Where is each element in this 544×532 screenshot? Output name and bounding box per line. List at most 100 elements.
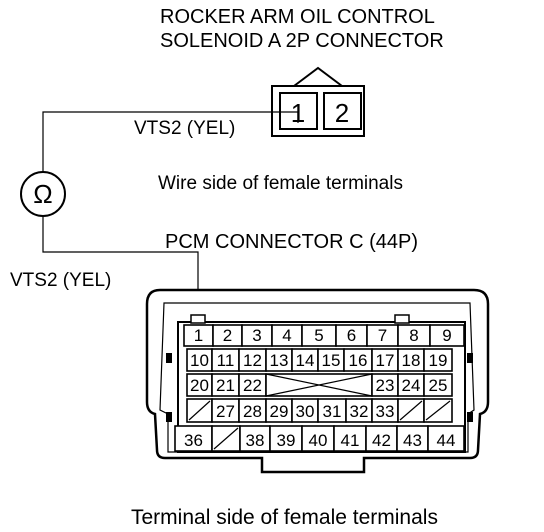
pcm-terminal-8[interactable]: 8 (397, 324, 431, 347)
pcm-terminal-30[interactable]: 30 (291, 398, 319, 423)
pcm-terminal-19[interactable]: 19 (423, 348, 453, 372)
pcm-terminal-39[interactable]: 39 (269, 425, 303, 452)
solenoid-connector-title-line1: ROCKER ARM OIL CONTROL (160, 6, 435, 28)
pcm-terminal-38[interactable]: 38 (239, 425, 271, 452)
pcm-terminal-label: 43 (403, 431, 422, 450)
pcm-blank-cell-r4c1 (186, 398, 213, 423)
guide-key-right-1 (467, 353, 473, 363)
pcm-terminal-label: 42 (372, 431, 391, 450)
pcm-terminal-label: 14 (296, 351, 315, 370)
pcm-terminal-label: 13 (270, 351, 289, 370)
solenoid-pin-2: 2 (335, 98, 349, 128)
pcm-terminal-10[interactable]: 10 (186, 348, 213, 372)
pcm-terminal-14[interactable]: 14 (291, 348, 319, 372)
solenoid-connector-title-line2: SOLENOID A 2P CONNECTOR (160, 30, 444, 52)
pcm-terminal-15[interactable]: 15 (317, 348, 345, 372)
pcm-terminal-4[interactable]: 4 (271, 324, 303, 347)
pcm-terminal-24[interactable]: 24 (397, 373, 425, 397)
pcm-blank-cell-r4c9 (397, 398, 425, 423)
ohm-symbol: Ω (33, 179, 52, 209)
pcm-terminal-22[interactable]: 22 (238, 373, 267, 397)
pcm-terminal-label: 16 (349, 351, 368, 370)
pcm-terminal-6[interactable]: 6 (335, 324, 368, 347)
pcm-terminal-3[interactable]: 3 (241, 324, 273, 347)
pcm-terminal-label: 39 (277, 431, 296, 450)
pcm-terminal-label: 29 (270, 402, 289, 421)
pcm-view-caption: Terminal side of female terminals (131, 506, 438, 529)
pcm-terminal-42[interactable]: 42 (365, 425, 398, 452)
guide-key-left-1 (166, 353, 172, 363)
lead-to-pcm-pin-1 (42, 216, 199, 318)
solenoid-connector: 1 2 (271, 66, 365, 137)
guide-key-right-2 (467, 412, 473, 422)
pcm-terminal-label: 19 (429, 351, 448, 370)
pcm-blank-cell-r3c4 (265, 373, 373, 397)
pcm-terminal-label: 30 (296, 402, 315, 421)
pcm-terminal-label: 41 (341, 431, 360, 450)
pcm-terminal-20[interactable]: 20 (186, 373, 213, 397)
pcm-terminal-43[interactable]: 43 (396, 425, 429, 452)
pcm-terminal-41[interactable]: 41 (333, 425, 367, 452)
pcm-terminal-18[interactable]: 18 (397, 348, 425, 372)
pcm-terminal-1[interactable]: 1 (183, 324, 214, 347)
pcm-terminal-label: 20 (190, 376, 209, 395)
pcm-terminal-label: 27 (216, 402, 235, 421)
cell-outline (423, 348, 453, 372)
pcm-terminal-2[interactable]: 2 (212, 324, 243, 347)
blank-cell-x-line (265, 373, 373, 397)
pcm-wire-label: VTS2 (YEL) (10, 270, 112, 291)
pcm-terminal-7[interactable]: 7 (366, 324, 399, 347)
pcm-terminal-17[interactable]: 17 (371, 348, 399, 372)
cell-outline (429, 324, 465, 347)
blank-cell-slash (399, 400, 423, 421)
blank-cell-slash (188, 400, 211, 421)
pcm-terminal-label: 18 (402, 351, 421, 370)
cell-outline (423, 373, 453, 397)
pcm-terminal-16[interactable]: 16 (343, 348, 373, 372)
pcm-terminal-28[interactable]: 28 (238, 398, 267, 423)
pcm-terminal-label: 2 (223, 326, 232, 345)
pcm-terminal-29[interactable]: 29 (265, 398, 293, 423)
cell-outline (427, 425, 465, 452)
pcm-terminal-44[interactable]: 44 (427, 425, 465, 452)
pcm-terminal-13[interactable]: 13 (265, 348, 293, 372)
pcm-blank-cell-r5c2 (211, 425, 241, 452)
pcm-terminal-33[interactable]: 33 (371, 398, 399, 423)
pcm-terminal-9[interactable]: 9 (429, 324, 465, 347)
solenoid-pin-2-cell[interactable] (323, 92, 362, 130)
test-leads (42, 111, 299, 318)
pcm-terminal-32[interactable]: 32 (345, 398, 373, 423)
pcm-terminal-label: 21 (216, 376, 235, 395)
pcm-terminal-11[interactable]: 11 (211, 348, 240, 372)
pcm-terminal-label: 23 (376, 376, 395, 395)
pcm-terminal-5[interactable]: 5 (301, 324, 337, 347)
pcm-terminal-36[interactable]: 36 (174, 425, 213, 452)
pcm-terminal-label: 15 (322, 351, 341, 370)
pcm-terminal-label: 32 (350, 402, 369, 421)
pcm-terminal-40[interactable]: 40 (301, 425, 335, 452)
lead-to-solenoid-pin-1 (42, 111, 299, 172)
pcm-terminal-label: 10 (190, 351, 209, 370)
pcm-terminal-27[interactable]: 27 (211, 398, 240, 423)
pcm-terminal-label: 8 (409, 326, 418, 345)
pcm-terminal-label: 3 (252, 326, 261, 345)
ohmmeter: Ω (20, 171, 66, 217)
pcm-terminal-label: 7 (378, 326, 387, 345)
pcm-terminal-label: 44 (437, 431, 456, 450)
pcm-terminal-label: 33 (376, 402, 395, 421)
pcm-terminal-21[interactable]: 21 (211, 373, 240, 397)
blank-cell-slash (425, 400, 451, 421)
pcm-terminal-label: 22 (243, 376, 262, 395)
pcm-terminal-label: 4 (282, 326, 291, 345)
pcm-terminal-25[interactable]: 25 (423, 373, 453, 397)
pcm-terminal-31[interactable]: 31 (317, 398, 347, 423)
solenoid-pin-1-cell[interactable] (279, 92, 318, 130)
pcm-terminal-label: 9 (442, 326, 451, 345)
pcm-terminal-label: 38 (246, 431, 265, 450)
pcm-terminal-12[interactable]: 12 (238, 348, 267, 372)
pcm-terminal-23[interactable]: 23 (371, 373, 399, 397)
pcm-blank-cell-r4c10 (423, 398, 453, 423)
